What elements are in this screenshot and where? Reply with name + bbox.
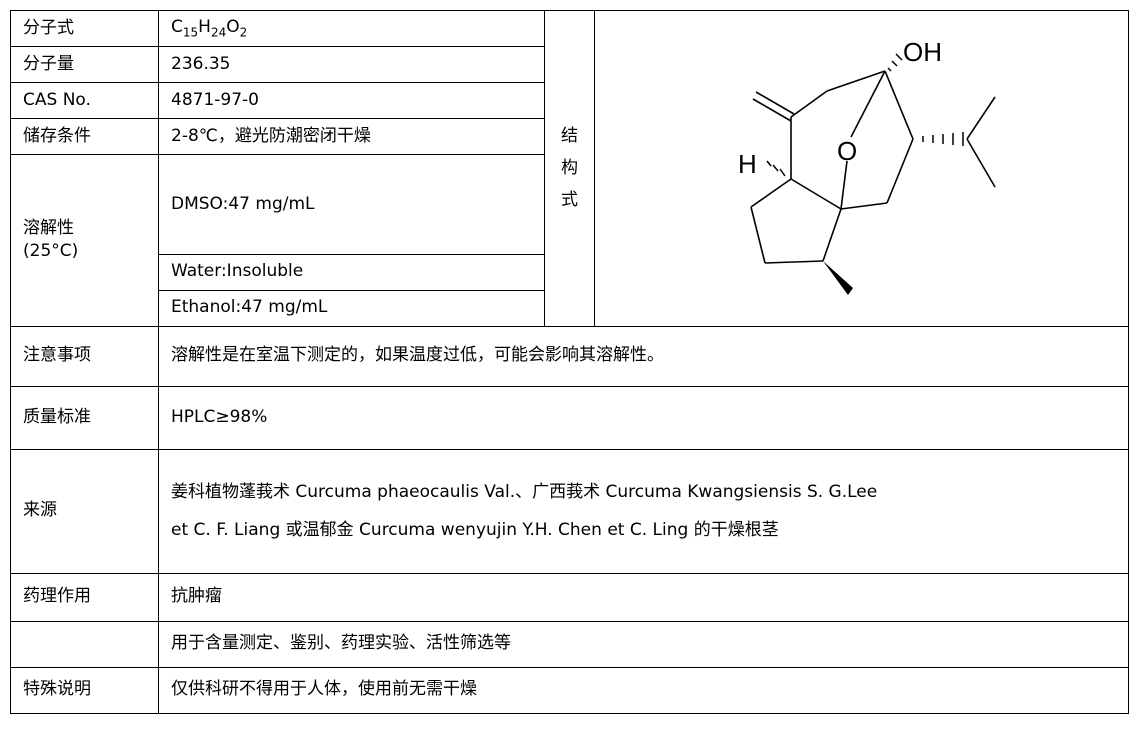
solubility-ethanol: Ethanol:47 mg/mL	[158, 289, 545, 327]
solubility-dmso: DMSO:47 mg/mL	[158, 154, 545, 255]
quality-label: 质量标准	[10, 385, 159, 450]
solubility-water: Water:Insoluble	[158, 253, 545, 291]
cas-label: CAS No.	[10, 82, 159, 119]
quality-value: HPLC≥98%	[158, 385, 1129, 450]
formula-value: C15H24O2	[158, 10, 545, 47]
structure-label: 结 构 式	[544, 10, 595, 327]
source-value: 姜科植物蓬莪术 Curcuma phaeocaulis Val.、广西莪术 Cu…	[158, 448, 1129, 574]
o-atom-label: O	[837, 136, 857, 166]
storage-label: 储存条件	[10, 118, 159, 155]
solubility-label: 溶解性 (25°C)	[10, 154, 159, 327]
notes-value: 溶解性是在室温下测定的，如果温度过低，可能会影响其溶解性。	[158, 325, 1129, 387]
storage-value: 2-8℃，避光防潮密闭干燥	[158, 118, 545, 155]
pharm-label: 药理作用	[10, 572, 159, 622]
mw-value: 236.35	[158, 46, 545, 83]
oh-atom-label: OH	[903, 37, 942, 67]
product-info-table: 分子式 C15H24O2 结 构 式	[10, 10, 1129, 714]
cas-value: 4871-97-0	[158, 82, 545, 119]
mw-label: 分子量	[10, 46, 159, 83]
formula-label: 分子式	[10, 10, 159, 47]
usage-label	[10, 620, 159, 668]
source-label: 来源	[10, 448, 159, 574]
special-value: 仅供科研不得用于人体，使用前无需干燥	[158, 666, 1129, 714]
pharm-value: 抗肿瘤	[158, 572, 1129, 622]
special-label: 特殊说明	[10, 666, 159, 714]
molecule-structure-drawing: OH H O	[738, 37, 996, 295]
notes-label: 注意事项	[10, 325, 159, 387]
h-atom-label: H	[738, 149, 757, 179]
structure-image: OH H O	[594, 10, 1129, 327]
usage-value: 用于含量测定、鉴别、药理实验、活性筛选等	[158, 620, 1129, 668]
